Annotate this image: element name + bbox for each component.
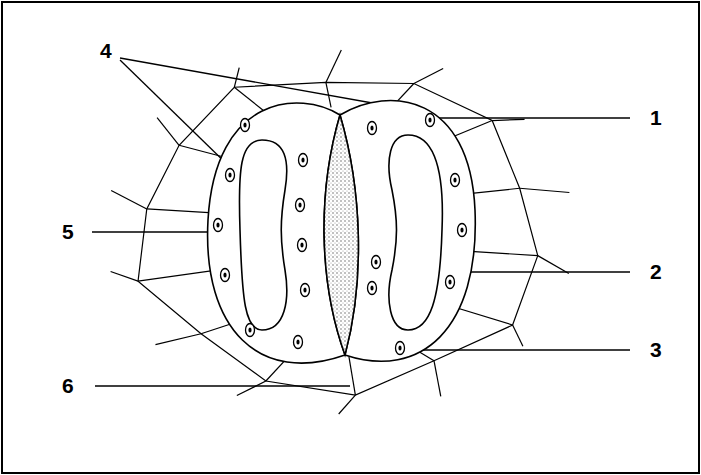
callout-number: 4: [100, 40, 112, 61]
callout-number: 1: [650, 107, 662, 128]
callout-number: 2: [650, 261, 662, 282]
callout-number: 3: [650, 339, 662, 360]
guard-cells: [208, 101, 476, 364]
callout-number: 6: [62, 375, 74, 396]
callout-number: 5: [62, 221, 74, 242]
stomatal-pore: [324, 115, 358, 355]
chloroplasts: [214, 114, 467, 355]
leader-lines: [92, 58, 630, 386]
